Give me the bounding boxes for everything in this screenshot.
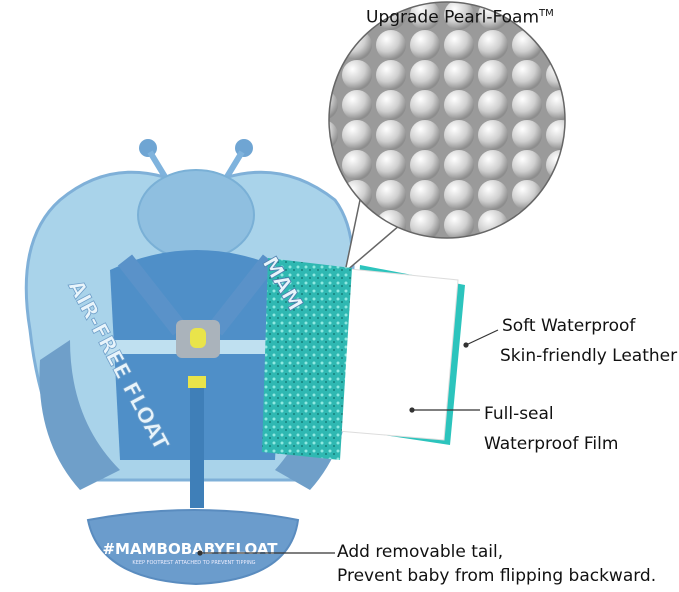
tail-label: Add removable tail, Prevent baby from fl… (337, 540, 656, 588)
tail-label-line1: Add removable tail, (337, 542, 504, 562)
leather-label: Soft Waterproof Skin-friendly Leather (500, 314, 678, 368)
leather-label-line1: Soft Waterproof (502, 316, 636, 336)
film-label-line1: Full-seal (484, 404, 554, 424)
tail-warning-text: KEEP FOOTREST ATTACHED TO PREVENT TIPPIN… (132, 560, 255, 566)
pearl-foam-magnifier (328, 1, 566, 274)
leader-lines (197, 329, 499, 556)
tail-brand-text: #MAMBOBABYFLOAT (102, 540, 278, 558)
tail-label-line2: Prevent baby from flipping backward. (337, 566, 657, 586)
film-label-line2: Waterproof Film (484, 434, 619, 454)
title-text: Upgrade Pearl-Foam (366, 7, 540, 28)
removable-tail (86, 509, 300, 586)
trademark: TM (539, 8, 554, 19)
leather-label-line2: Skin-friendly Leather (500, 346, 678, 366)
material-layers (262, 258, 465, 460)
pearl-foam-title: Upgrade Pearl-FoamTM (366, 2, 554, 30)
film-label: Full-seal Waterproof Film (484, 402, 618, 456)
